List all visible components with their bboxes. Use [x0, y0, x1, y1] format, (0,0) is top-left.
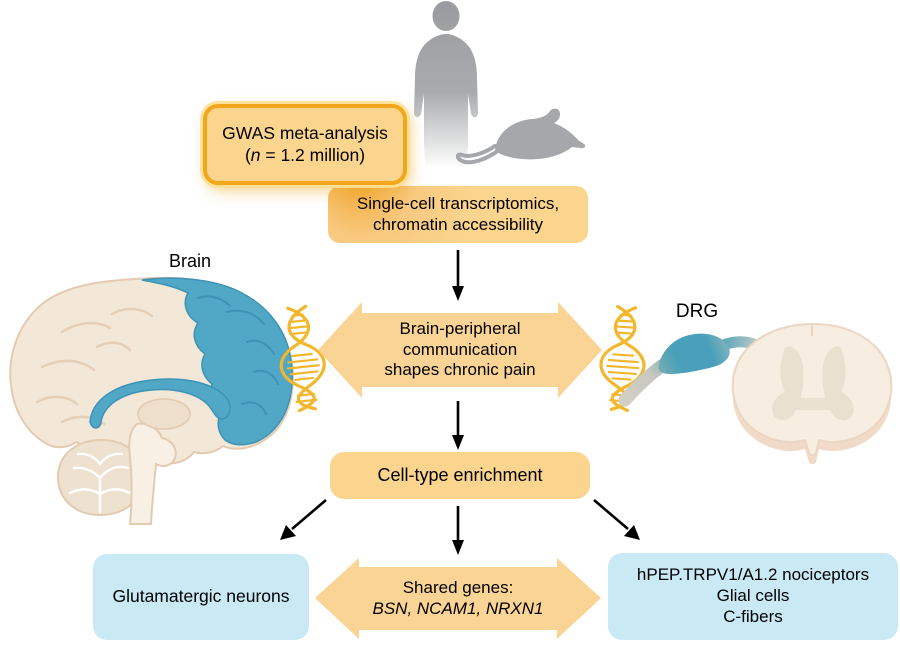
drg-illustration: [618, 322, 893, 465]
gwas-line1: GWAS meta-analysis: [222, 123, 388, 144]
central-arrow-line2: communication: [402, 339, 518, 359]
single-cell-line2: chromatin accessibility: [372, 214, 544, 234]
cell-type-label: Cell-type enrichment: [377, 464, 543, 485]
arrow-diagonal-left: [280, 499, 327, 540]
mouse-silhouette-icon: [455, 108, 586, 165]
shared-genes-double-arrow: [315, 558, 601, 639]
drg-label: DRG: [675, 301, 719, 322]
arrow-diagonal-right: [593, 499, 640, 540]
arrow-down-3: [452, 506, 464, 555]
glutamatergic-neurons-box: Glutamatergic neurons: [93, 554, 309, 640]
shared-genes-line2: BSN, NCAM1, NRXN1: [372, 598, 544, 618]
brain-illustration: [9, 276, 294, 525]
central-arrow-line1: Brain-peripheral: [399, 319, 521, 339]
peripheral-cells-box: hPEP.TRPV1/A1.2 nociceptors Glial cells …: [608, 553, 898, 640]
brain-label: Brain: [168, 251, 212, 271]
dna-helix-icon: [279, 304, 326, 413]
single-cell-box: Single-cell transcriptomics, chromatin a…: [328, 186, 588, 243]
arrow-down-1: [452, 250, 464, 301]
peripheral-line1: hPEP.TRPV1/A1.2 nociceptors: [636, 565, 870, 585]
central-arrow-line3: shapes chronic pain: [384, 360, 536, 380]
human-silhouette-icon: [414, 1, 478, 168]
dna-helix-icon: [599, 304, 646, 413]
cell-type-enrichment-box: Cell-type enrichment: [330, 452, 590, 499]
shared-genes-line1: Shared genes:: [402, 578, 514, 598]
single-cell-line1: Single-cell transcriptomics,: [356, 193, 560, 213]
shared-genes-text: Shared genes: BSN, NCAM1, NRXN1: [360, 556, 556, 641]
gwas-line2: (n = 1.2 million): [244, 144, 366, 165]
central-arrow-text: Brain-peripheral communication shapes ch…: [356, 300, 564, 400]
central-double-arrow: [318, 302, 602, 398]
glutamatergic-label: Glutamatergic neurons: [112, 586, 290, 607]
peripheral-line3: C-fibers: [723, 606, 783, 626]
arrow-down-2: [452, 401, 464, 450]
gwas-box: GWAS meta-analysis (n = 1.2 million): [203, 104, 407, 185]
peripheral-line2: Glial cells: [716, 586, 790, 606]
